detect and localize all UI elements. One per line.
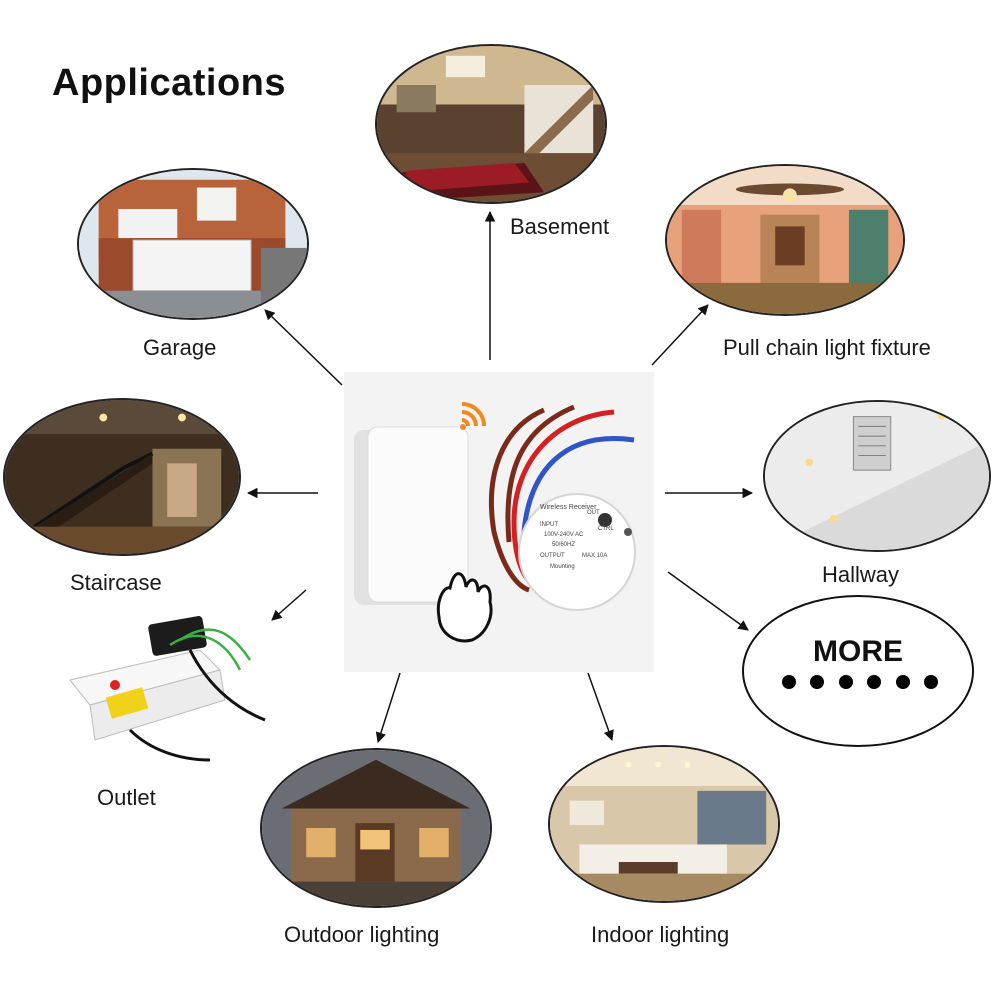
hallway-image <box>763 400 991 552</box>
indoor-image <box>548 745 780 903</box>
product-illustration <box>354 402 636 643</box>
product-panel: Wireless Receiver OUT CTRL INPUT 100V-24… <box>344 372 654 672</box>
outdoor-image <box>260 748 492 908</box>
garage-image <box>77 168 309 320</box>
receiver-out: OUT <box>587 510 600 516</box>
receiver-freq: 50/60HZ <box>552 542 576 548</box>
page-title: Applications <box>52 62 287 104</box>
more-dots <box>782 675 938 689</box>
indoor-label: Indoor lighting <box>591 922 730 947</box>
dot <box>782 675 796 689</box>
pull-chain-image <box>665 164 905 316</box>
dot <box>867 675 882 689</box>
more-button[interactable]: MORE <box>742 595 974 747</box>
pull-chain-label: Pull chain light fixture <box>723 335 931 360</box>
outlet-image <box>60 610 275 770</box>
receiver-ctrl: CTRL <box>598 526 614 532</box>
hallway-label: Hallway <box>822 562 900 587</box>
staircase-image <box>3 398 241 556</box>
more-text: MORE <box>813 635 903 668</box>
dot <box>838 675 853 689</box>
receiver-input: INPUT <box>540 522 558 528</box>
receiver-output: OUTPUT <box>540 553 565 559</box>
receiver-voltage: 100V-240V AC <box>544 532 584 538</box>
dot <box>810 675 825 689</box>
receiver-mounting: Mounting <box>550 564 575 570</box>
outlet-label: Outlet <box>97 785 156 810</box>
staircase-label: Staircase <box>70 570 162 595</box>
garage-label: Garage <box>143 335 217 360</box>
dot <box>923 675 938 689</box>
receiver-max: MAX 10A <box>582 553 608 559</box>
basement-image <box>375 44 607 204</box>
receiver-name: Wireless Receiver <box>540 504 597 511</box>
dot <box>895 675 910 689</box>
outdoor-label: Outdoor lighting <box>284 922 440 947</box>
basement-label: Basement <box>510 214 610 239</box>
